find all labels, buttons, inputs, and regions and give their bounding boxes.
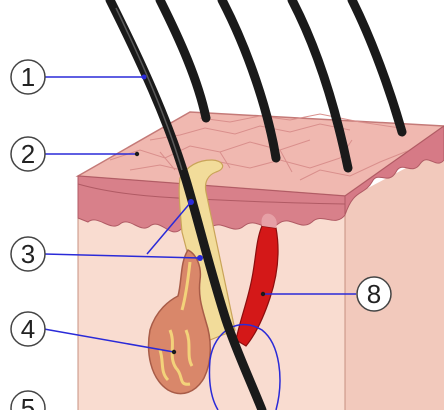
svg-text:8: 8 [367, 279, 381, 309]
callout-3: 3 [11, 237, 45, 271]
callout-2: 2 [11, 137, 45, 171]
callout-5: 5 [11, 391, 45, 410]
pointer-dot-2 [135, 152, 139, 156]
svg-text:1: 1 [21, 62, 35, 92]
pointer-dot-8 [261, 292, 265, 296]
callout-8: 8 [357, 277, 391, 311]
callout-4: 4 [11, 312, 45, 346]
svg-text:5: 5 [21, 393, 35, 410]
svg-text:2: 2 [21, 139, 35, 169]
svg-text:3: 3 [21, 239, 35, 269]
svg-text:4: 4 [21, 314, 35, 344]
pointer-dot-4 [172, 350, 176, 354]
callout-1: 1 [11, 60, 45, 94]
